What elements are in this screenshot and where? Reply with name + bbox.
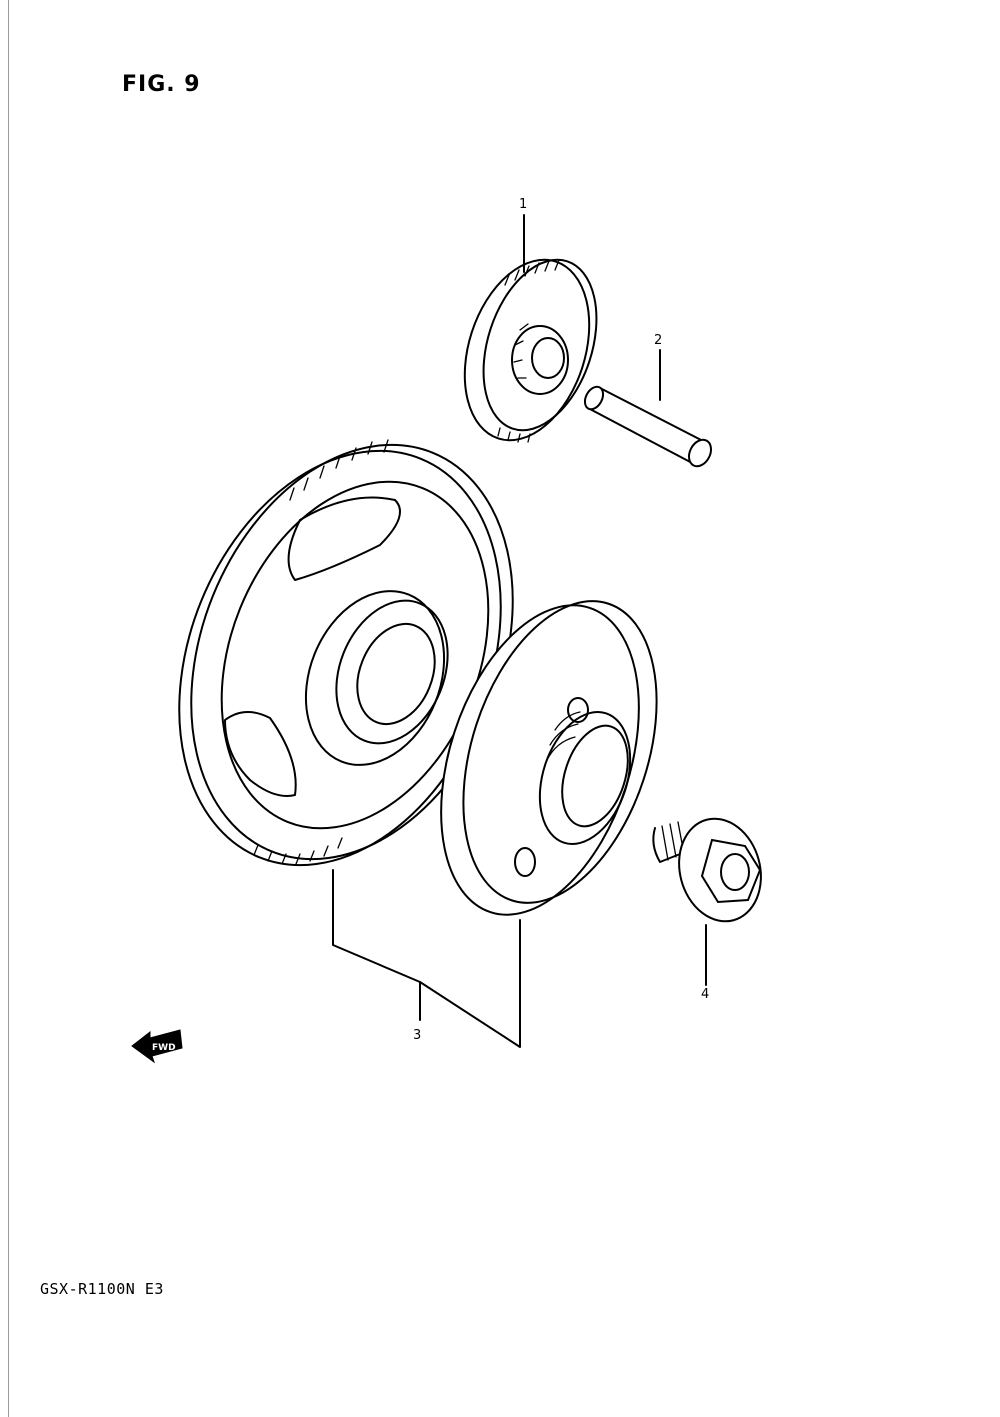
fwd-arrow-icon: FWD [131, 1029, 183, 1064]
callout-2: 2 [654, 333, 663, 348]
callout-3: 3 [413, 1028, 422, 1043]
starter-clutch-assembly-icon [178, 439, 658, 1048]
idle-gear-icon [463, 258, 598, 443]
figure-title: FIG. 9 [122, 72, 201, 97]
callout-4: 4 [701, 987, 710, 1002]
scan-edge-line [8, 0, 9, 1417]
flange-bolt-icon [652, 817, 762, 986]
callout-1: 1 [519, 197, 528, 212]
model-code: GSX-R1100N E3 [40, 1280, 164, 1298]
shaft-icon [583, 385, 713, 468]
fwd-arrow-label: FWD [152, 1043, 176, 1053]
